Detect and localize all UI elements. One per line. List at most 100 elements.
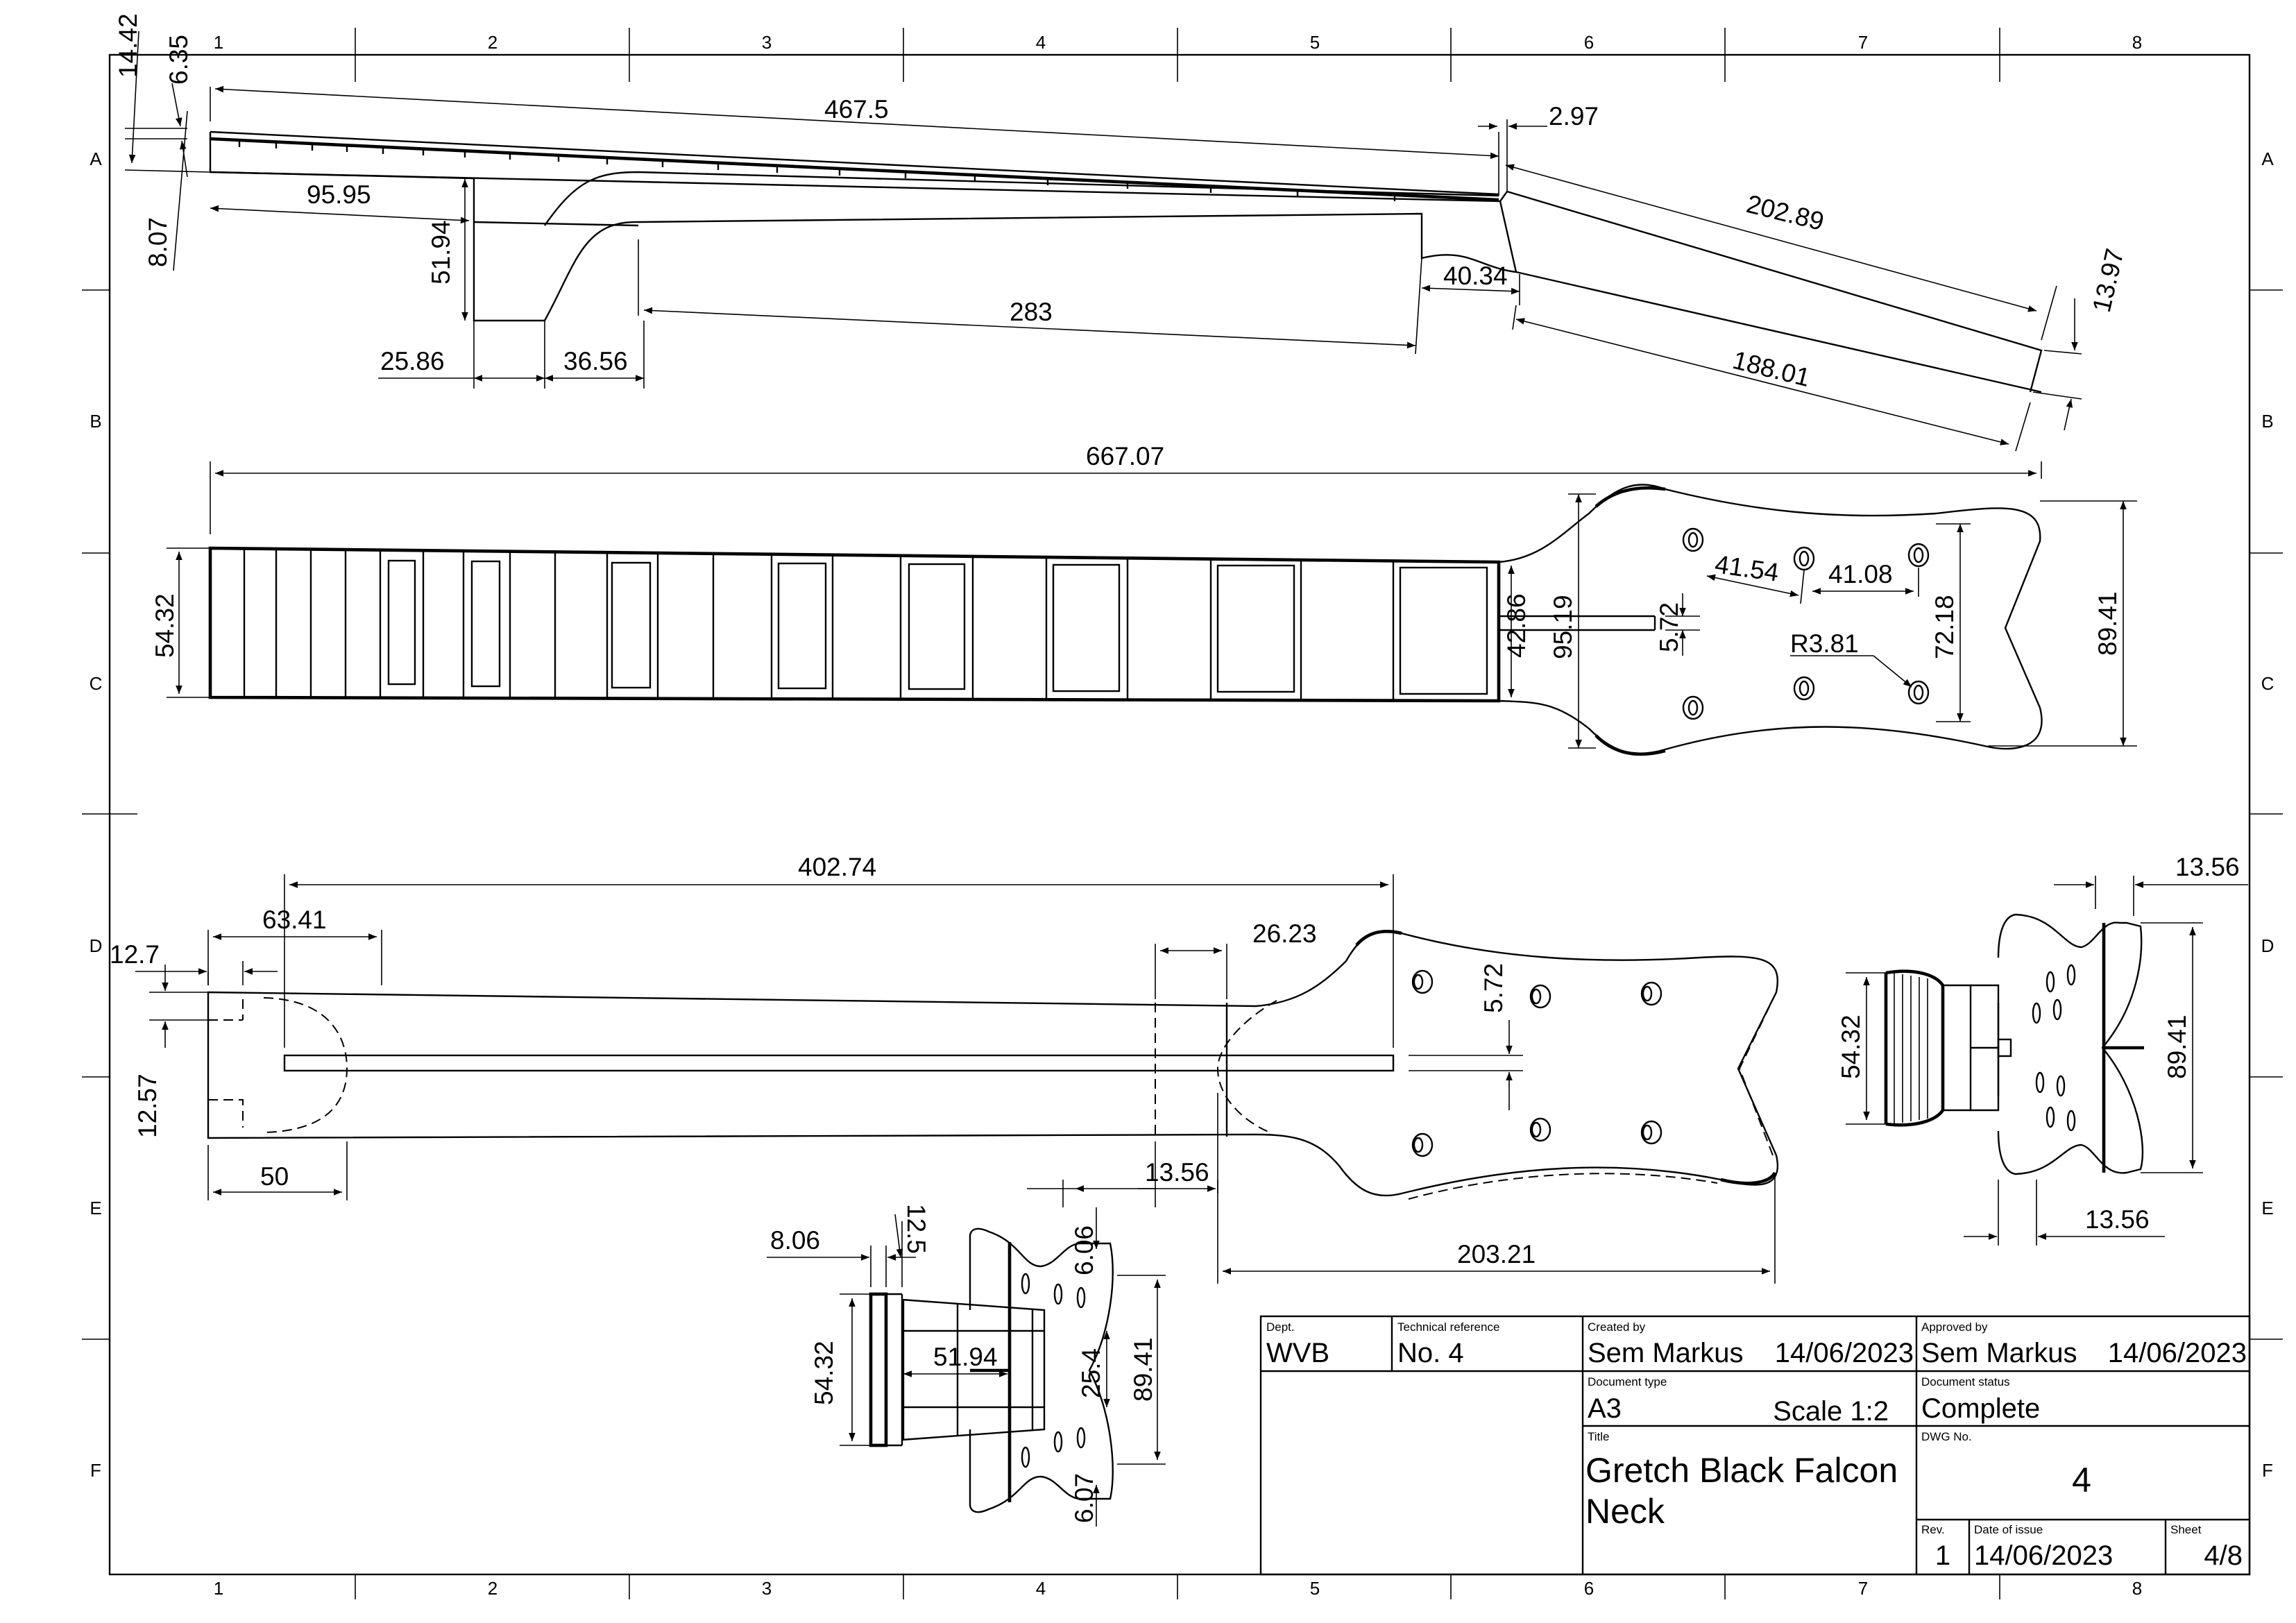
dim-40-34: 40.34 <box>1443 262 1508 290</box>
scale-value: Scale 1:2 <box>1773 1396 1889 1427</box>
col-label-6: 6 <box>1584 32 1594 53</box>
dim-12-5: 12.5 <box>902 1204 930 1254</box>
dim-51-94-end: 51.94 <box>933 1343 998 1371</box>
date-of-issue-value: 14/06/2023 <box>1974 1540 2113 1571</box>
col-label-2-bottom: 2 <box>488 1578 498 1599</box>
row-label-f: F <box>90 1460 101 1481</box>
dim-54-32-end: 54.32 <box>810 1341 838 1405</box>
end-view-right-outline <box>1884 913 2144 1175</box>
row-label-c-right: C <box>2261 673 2274 694</box>
document-status-value: Complete <box>1921 1393 2040 1424</box>
dwg-no-value: 4 <box>2072 1461 2091 1499</box>
tuner-holes-front <box>1682 527 1930 720</box>
tuner-holes-back <box>1411 969 1663 1157</box>
dim-6-35: 6.35 <box>164 35 193 85</box>
neck-back-view: 402.74 63.41 26.23 12.7 12.57 50 5.72 13… <box>110 853 1778 1284</box>
dwg-no-label: DWG No. <box>1921 1430 1972 1443</box>
col-label-4: 4 <box>1036 32 1046 53</box>
row-label-e: E <box>90 1198 101 1218</box>
dim-89-41-end: 89.41 <box>1129 1337 1157 1402</box>
techref-label: Technical reference <box>1397 1320 1499 1334</box>
zone-ticks <box>82 28 2283 1599</box>
dim-5-72-back: 5.72 <box>1479 963 1508 1013</box>
col-label-3-bottom: 3 <box>762 1578 772 1599</box>
created-by-value: Sem Markus <box>1588 1338 1744 1368</box>
dim-8-06: 8.06 <box>770 1226 820 1255</box>
dim-63-41: 63.41 <box>262 906 327 934</box>
dim-13-56-right-top: 13.56 <box>2175 853 2240 881</box>
row-label-a: A <box>90 148 102 169</box>
dim-5-72-front: 5.72 <box>1655 602 1683 652</box>
end-view-right-dimensions <box>1846 876 2248 1246</box>
sheet-value: 4/8 <box>2204 1540 2243 1571</box>
dim-41-08: 41.08 <box>1828 560 1893 588</box>
techref-value: No. 4 <box>1397 1338 1464 1368</box>
created-date-value: 14/06/2023 <box>1775 1338 1914 1368</box>
back-dimension-text: 402.74 63.41 26.23 12.7 12.57 50 5.72 13… <box>110 853 1536 1268</box>
dim-42-86: 42.86 <box>1502 593 1531 658</box>
title-line-2: Neck <box>1585 1492 1665 1531</box>
fret-inlays <box>387 559 1488 695</box>
row-label-e-right: E <box>2261 1198 2273 1218</box>
dim-r3-81: R3.81 <box>1790 629 1859 658</box>
dept-value: WVB <box>1266 1338 1329 1368</box>
end-view-bottom-outline <box>869 1227 1114 1513</box>
col-label-7: 7 <box>1858 32 1868 53</box>
document-type-value: A3 <box>1588 1393 1622 1424</box>
col-label-8-bottom: 8 <box>2132 1578 2142 1599</box>
front-dimension-text: 667.07 54.32 42.86 95.19 41.54 41.08 5.7… <box>151 442 2122 659</box>
dim-54-32-front: 54.32 <box>151 593 179 658</box>
row-label-b-right: B <box>2261 411 2273 432</box>
col-label-4-bottom: 4 <box>1036 1578 1046 1599</box>
col-label-1-bottom: 1 <box>214 1578 223 1599</box>
col-label-8: 8 <box>2132 32 2142 53</box>
col-label-1: 1 <box>214 32 223 53</box>
dim-188-01: 188.01 <box>1730 346 1813 392</box>
dim-8-07: 8.07 <box>144 217 172 267</box>
col-label-3: 3 <box>762 32 772 53</box>
headstock-end-view-right: 13.56 54.32 89.41 13.56 <box>1837 853 2248 1246</box>
dim-54-32-right: 54.32 <box>1837 1014 1865 1079</box>
end-view-right-text: 13.56 54.32 89.41 13.56 <box>1837 853 2240 1234</box>
col-label-5-bottom: 5 <box>1310 1578 1320 1599</box>
date-of-issue-label: Date of issue <box>1974 1523 2043 1536</box>
title-line-1: Gretch Black Falcon <box>1585 1451 1898 1490</box>
row-label-f-right: F <box>2262 1460 2273 1481</box>
dim-2-97: 2.97 <box>1549 102 1599 130</box>
title-block: Dept. WVB Technical reference No. 4 Crea… <box>1259 1315 2251 1576</box>
back-outline <box>207 930 1778 1197</box>
fretboard-outline <box>208 484 2043 756</box>
dept-label: Dept. <box>1266 1320 1295 1334</box>
dim-14-42: 14.42 <box>114 13 142 78</box>
document-status-label: Document status <box>1921 1375 2010 1388</box>
row-label-c: C <box>90 673 103 694</box>
row-label-b: B <box>90 411 101 432</box>
headstock-end-view-bottom: 8.06 12.5 6.06 54.32 51.94 25.4 89.41 6.… <box>767 1204 1166 1527</box>
approved-date-value: 14/06/2023 <box>2108 1338 2247 1368</box>
row-label-d-right: D <box>2261 935 2274 956</box>
dim-51-94: 51.94 <box>427 220 455 284</box>
fretboard-front-view: 667.07 54.32 42.86 95.19 41.54 41.08 5.7… <box>151 442 2137 756</box>
dim-89-41-front: 89.41 <box>2093 591 2122 656</box>
side-profile-view: 14.42 6.35 8.07 467.5 2.97 95.95 51.94 2… <box>114 13 2129 452</box>
title-label: Title <box>1588 1430 1610 1443</box>
col-label-5: 5 <box>1310 32 1320 53</box>
dim-283: 283 <box>1010 298 1053 326</box>
row-label-d: D <box>90 935 103 956</box>
dim-26-23: 26.23 <box>1252 919 1317 948</box>
zone-labels: 1 2 3 4 5 6 7 8 1 2 3 4 5 6 7 8 A B C D … <box>90 32 2274 1599</box>
dim-36-56: 36.56 <box>563 347 628 375</box>
dim-203-21: 203.21 <box>1457 1240 1536 1268</box>
col-label-7-bottom: 7 <box>1858 1578 1868 1599</box>
dim-6-07: 6.07 <box>1070 1473 1098 1523</box>
dim-25-86: 25.86 <box>380 347 445 375</box>
end-view-bottom-dimensions <box>767 1207 1166 1527</box>
approved-by-value: Sem Markus <box>1921 1338 2077 1368</box>
dim-13-56-back: 13.56 <box>1145 1158 1209 1187</box>
rev-label: Rev. <box>1921 1523 1945 1536</box>
dim-467-5: 467.5 <box>824 95 889 124</box>
dim-50: 50 <box>260 1162 289 1191</box>
created-by-label: Created by <box>1588 1320 1646 1334</box>
dim-25-4: 25.4 <box>1077 1348 1105 1398</box>
